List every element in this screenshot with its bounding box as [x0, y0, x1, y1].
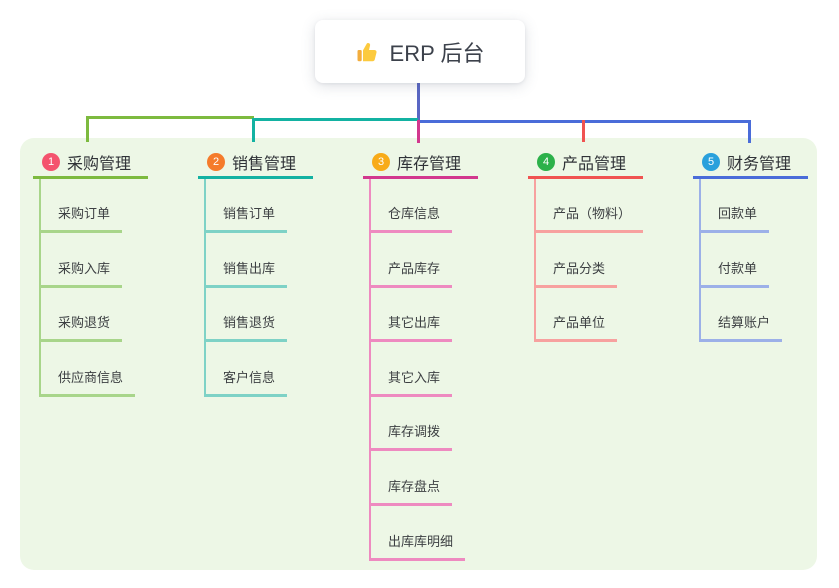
child-node[interactable]: 库存盘点 — [369, 478, 453, 506]
child-node[interactable]: 供应商信息 — [39, 369, 136, 397]
thumbs-up-icon — [356, 40, 380, 64]
branch-child-connector — [204, 179, 206, 397]
connector-drop-product — [582, 120, 585, 142]
branch-title: 财务管理 — [727, 156, 792, 173]
child-node[interactable]: 付款单 — [699, 260, 770, 288]
child-node[interactable]: 其它入库 — [369, 369, 453, 397]
child-node[interactable]: 仓库信息 — [369, 205, 453, 233]
child-node[interactable]: 采购退货 — [39, 314, 123, 342]
branch-node-purchase[interactable]: 1 采购管理 — [33, 151, 131, 173]
branch-child-connector — [369, 179, 371, 561]
badge-number: 3 — [372, 153, 390, 171]
connector-drop-inventory — [417, 120, 420, 143]
branch-child-connector — [39, 179, 41, 397]
child-node[interactable]: 客户信息 — [204, 369, 288, 397]
branch-purchase: 1 采购管理 采购订单 采购入库 采购退货 供应商信息 — [33, 148, 193, 578]
connector-root-drop — [417, 83, 420, 121]
branch-underline — [198, 176, 313, 179]
branch-title: 销售管理 — [232, 156, 297, 173]
badge-number: 5 — [702, 153, 720, 171]
branch-title: 采购管理 — [67, 156, 132, 173]
child-node[interactable]: 销售退货 — [204, 314, 288, 342]
connector-drop-finance — [748, 120, 751, 143]
badge-number: 2 — [207, 153, 225, 171]
child-node[interactable]: 采购入库 — [39, 260, 123, 288]
child-node[interactable]: 采购订单 — [39, 205, 123, 233]
branch-node-finance[interactable]: 5 财务管理 — [693, 151, 791, 173]
branch-node-product[interactable]: 4 产品管理 — [528, 151, 626, 173]
branch-child-connector — [699, 179, 701, 342]
badge-number: 1 — [42, 153, 60, 171]
branch-inventory: 3 库存管理 仓库信息 产品库存 其它出库 其它入库 库存调拨 库存盘点 出库库… — [363, 148, 523, 578]
child-node[interactable]: 销售出库 — [204, 260, 288, 288]
child-node[interactable]: 结算账户 — [699, 314, 783, 342]
branch-sales: 2 销售管理 销售订单 销售出库 销售退货 客户信息 — [198, 148, 358, 578]
branch-product: 4 产品管理 产品（物料） 产品分类 产品单位 — [528, 148, 688, 578]
branch-node-sales[interactable]: 2 销售管理 — [198, 151, 296, 173]
branch-child-connector — [534, 179, 536, 342]
branch-underline — [33, 176, 148, 179]
root-node-erp[interactable]: ERP 后台 — [315, 20, 525, 83]
branch-underline — [363, 176, 478, 179]
child-node[interactable]: 产品单位 — [534, 314, 618, 342]
branch-title: 产品管理 — [562, 156, 627, 173]
child-node[interactable]: 产品（物料） — [534, 205, 644, 233]
branch-title: 库存管理 — [397, 156, 462, 173]
child-node[interactable]: 其它出库 — [369, 314, 453, 342]
connector-bus-sales — [252, 118, 418, 121]
branch-underline — [693, 176, 808, 179]
connector-bus-purchase — [86, 116, 254, 119]
child-node[interactable]: 产品分类 — [534, 260, 618, 288]
child-node[interactable]: 库存调拨 — [369, 423, 453, 451]
connector-drop-purchase — [86, 116, 89, 142]
child-node[interactable]: 回款单 — [699, 205, 770, 233]
branches-panel — [20, 138, 817, 570]
badge-number: 4 — [537, 153, 555, 171]
branch-node-inventory[interactable]: 3 库存管理 — [363, 151, 461, 173]
branch-underline — [528, 176, 643, 179]
branch-finance: 5 财务管理 回款单 付款单 结算账户 — [693, 148, 839, 578]
child-node[interactable]: 产品库存 — [369, 260, 453, 288]
root-title: ERP 后台 — [389, 40, 485, 66]
connector-drop-sales — [252, 118, 255, 142]
child-node[interactable]: 出库库明细 — [369, 533, 466, 561]
child-node[interactable]: 销售订单 — [204, 205, 288, 233]
